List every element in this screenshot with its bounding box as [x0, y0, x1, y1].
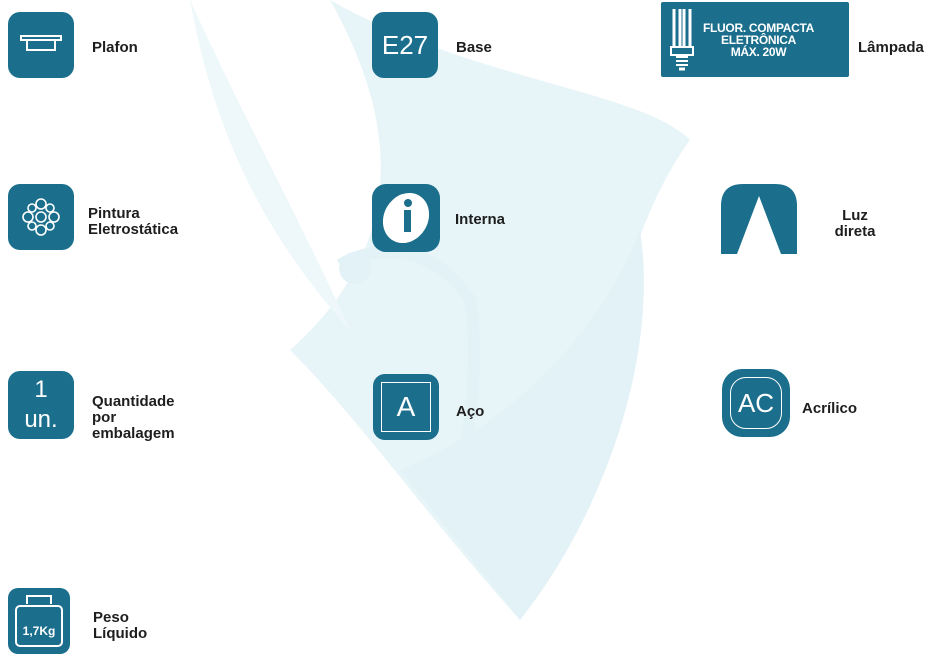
quantity-unit: un.: [24, 406, 58, 433]
weight-icon: 1,7Kg: [8, 588, 70, 654]
base-label: Base: [456, 39, 492, 56]
e27-icon: E27: [372, 12, 438, 78]
quantidade-label: Quantidade por embalagem: [92, 393, 175, 442]
acrilico-label: Acrílico: [802, 400, 858, 417]
steel-icon-text: A: [381, 382, 431, 432]
acrylic-icon-text: AC: [730, 377, 782, 429]
peso-label: Peso Líquido: [93, 609, 148, 642]
flower-pattern-icon: [8, 184, 74, 250]
steel-icon: A: [373, 374, 439, 440]
interna-label: Interna: [455, 211, 506, 228]
lampada-badge: FLUOR. COMPACTA ELETRÔNICA MÁX. 20W: [661, 2, 849, 77]
aco-label: Aço: [456, 403, 485, 420]
light-cone-icon: [721, 184, 797, 254]
lampada-spec-text: FLUOR. COMPACTA ELETRÔNICA MÁX. 20W: [703, 20, 815, 59]
lampada-label: Lâmpada: [858, 39, 924, 56]
bulb-icon: [670, 8, 694, 70]
luz-label: Luz direta: [834, 207, 876, 240]
quantity-number: 1: [34, 376, 48, 403]
plafon-label: Plafon: [92, 39, 138, 56]
acrylic-icon: AC: [722, 369, 790, 437]
info-icon: [372, 184, 440, 252]
quantity-icon: 1 un.: [8, 371, 74, 439]
plafon-icon: [8, 12, 74, 78]
weight-value: 1,7Kg: [22, 624, 56, 638]
pintura-label: Pintura Eletrostática: [88, 205, 179, 238]
